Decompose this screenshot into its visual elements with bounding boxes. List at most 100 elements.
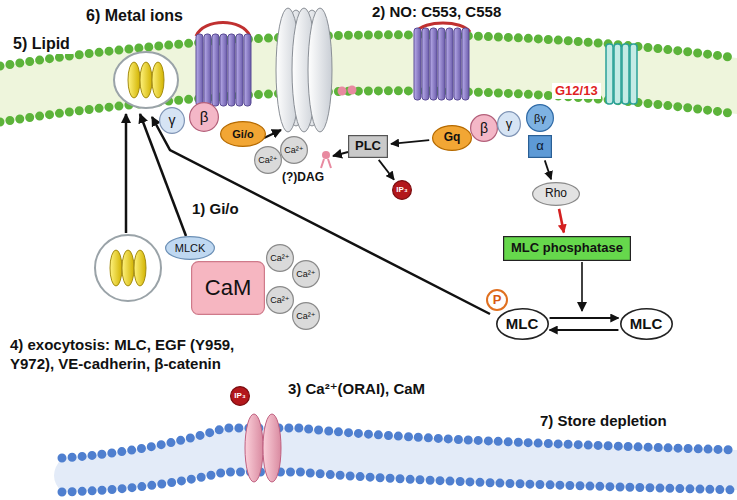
node-shape bbox=[529, 135, 552, 157]
node-shape bbox=[166, 237, 215, 260]
dag-lipid bbox=[338, 87, 347, 96]
receptor-helix bbox=[446, 28, 453, 100]
arrow-connector bbox=[379, 160, 394, 180]
receptor-helix bbox=[430, 28, 437, 100]
node-text: Gq bbox=[444, 131, 461, 145]
site-label: 5) Lipid bbox=[10, 34, 73, 54]
node-text: Ca²⁺ bbox=[296, 311, 315, 321]
arrow bbox=[152, 117, 490, 314]
calcium-ion: Ca²⁺ bbox=[266, 286, 294, 314]
node-shape bbox=[533, 183, 580, 206]
node-shape bbox=[190, 103, 219, 132]
node-shape bbox=[487, 290, 507, 310]
arrow-connector bbox=[545, 160, 551, 179]
ip3-molecule: IP₃ bbox=[230, 386, 250, 406]
receptor-helix bbox=[606, 44, 613, 104]
node-shape bbox=[160, 107, 185, 133]
phospho-mlc: MLC bbox=[496, 308, 549, 340]
node-text: β bbox=[480, 120, 488, 136]
mlc: MLC bbox=[620, 308, 673, 340]
node-text: γ bbox=[506, 117, 513, 132]
calcium-ion: Ca²⁺ bbox=[292, 302, 320, 330]
node-shape bbox=[349, 135, 388, 157]
node-text: Ca²⁺ bbox=[296, 269, 315, 279]
plasma-membrane bbox=[0, 35, 737, 122]
node-shape bbox=[267, 245, 294, 272]
calcium-ion: Ca²⁺ bbox=[280, 136, 308, 164]
calmodulin-box: CaM bbox=[191, 261, 265, 315]
yellow-channel bbox=[140, 62, 152, 98]
calcium-ion: Ca²⁺ bbox=[254, 146, 282, 174]
receptor-helix bbox=[196, 34, 203, 106]
node-text: IP₃ bbox=[234, 391, 245, 400]
node-text: Ca²⁺ bbox=[284, 145, 303, 155]
er-lipid-heads bbox=[62, 472, 737, 492]
beta-subunit: β bbox=[189, 102, 219, 132]
node-shape bbox=[192, 262, 265, 315]
node-text: γ bbox=[169, 112, 176, 128]
arrow-connector bbox=[559, 209, 564, 233]
node-shape bbox=[496, 309, 547, 339]
beta-subunit: β bbox=[470, 114, 498, 142]
arrow bbox=[581, 262, 583, 311]
node-text: β bbox=[200, 108, 209, 125]
node-shape bbox=[433, 126, 472, 151]
beta-gamma-dimer: βγ bbox=[526, 104, 554, 132]
receptor-helix bbox=[236, 34, 243, 106]
fused-vesicle bbox=[114, 52, 178, 108]
node-text: IP₃ bbox=[396, 185, 407, 194]
node-shape bbox=[620, 309, 671, 339]
alpha-subunit: α bbox=[528, 135, 552, 158]
plc-box: PLC bbox=[348, 135, 388, 158]
rho-protein: Rho bbox=[532, 182, 580, 206]
receptor-helix bbox=[228, 34, 235, 106]
receptor-helix bbox=[414, 28, 421, 100]
site-label: 2) NO: C553, C558 bbox=[372, 3, 501, 22]
node-shape bbox=[221, 122, 266, 147]
site-label: 3) Ca²⁺(ORAI), CaM bbox=[288, 380, 425, 399]
receptor-helix bbox=[422, 28, 429, 100]
node-shape bbox=[293, 303, 320, 330]
er-lipid-heads bbox=[62, 428, 737, 458]
node-shape bbox=[255, 147, 282, 174]
yellow-channel bbox=[122, 250, 134, 286]
yellow-channel bbox=[152, 62, 164, 98]
receptor-helix bbox=[212, 34, 219, 106]
receptor-helix bbox=[220, 34, 227, 106]
receptor-helix bbox=[614, 44, 621, 104]
node-shape bbox=[504, 236, 631, 260]
calcium-ion: Ca²⁺ bbox=[266, 244, 294, 272]
molecule-label: (?)DAG bbox=[282, 170, 324, 185]
node-text: MLC bbox=[506, 315, 539, 332]
yellow-channel bbox=[134, 250, 146, 286]
channel-subunit bbox=[308, 8, 332, 132]
gamma-subunit: γ bbox=[497, 111, 521, 137]
arrow bbox=[140, 114, 186, 236]
node-shape bbox=[393, 181, 412, 200]
ip3-receptor bbox=[245, 414, 263, 482]
site-label: 4) exocytosis: MLC, EGF (Y959, Y972), VE… bbox=[10, 336, 250, 374]
node-text: Rho bbox=[545, 187, 567, 201]
arrow bbox=[264, 130, 281, 138]
yellow-channel bbox=[110, 250, 122, 286]
gamma-subunit: γ bbox=[159, 107, 185, 134]
ip3-molecule: IP₃ bbox=[392, 180, 412, 200]
arrow bbox=[333, 152, 348, 156]
receptor-helix bbox=[462, 28, 469, 100]
dag-lipid bbox=[348, 86, 357, 95]
gq-alpha-subunit: Gq bbox=[432, 125, 472, 151]
mlck-enzyme: MLCK bbox=[165, 236, 215, 260]
node-shape bbox=[231, 387, 250, 406]
receptor-helix bbox=[454, 28, 461, 100]
node-text: CaM bbox=[205, 275, 251, 300]
node-shape bbox=[527, 105, 554, 132]
phosphate-circle: P bbox=[486, 289, 508, 311]
node-text: MLCK bbox=[175, 242, 206, 255]
node-text: βγ bbox=[534, 112, 546, 125]
ip3-receptor bbox=[263, 414, 281, 482]
yellow-channel bbox=[128, 62, 140, 98]
node-text: Ca²⁺ bbox=[258, 155, 277, 165]
node-shape bbox=[281, 137, 308, 164]
g-protein-label: G12/13 bbox=[552, 83, 601, 99]
node-text: PLC bbox=[355, 139, 381, 154]
